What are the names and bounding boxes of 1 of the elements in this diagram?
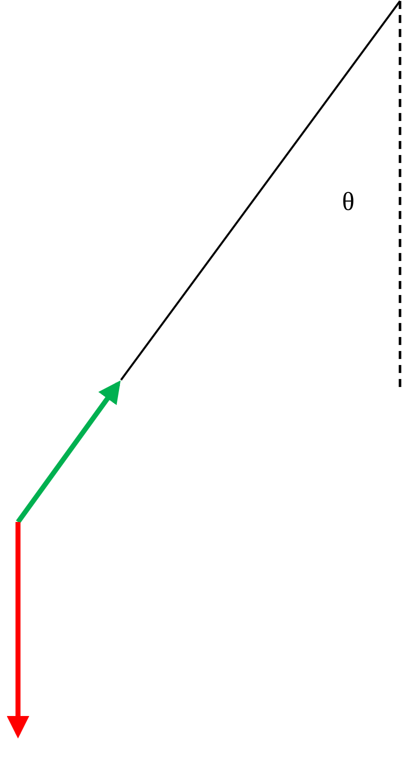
angle-label: θ: [342, 189, 354, 215]
